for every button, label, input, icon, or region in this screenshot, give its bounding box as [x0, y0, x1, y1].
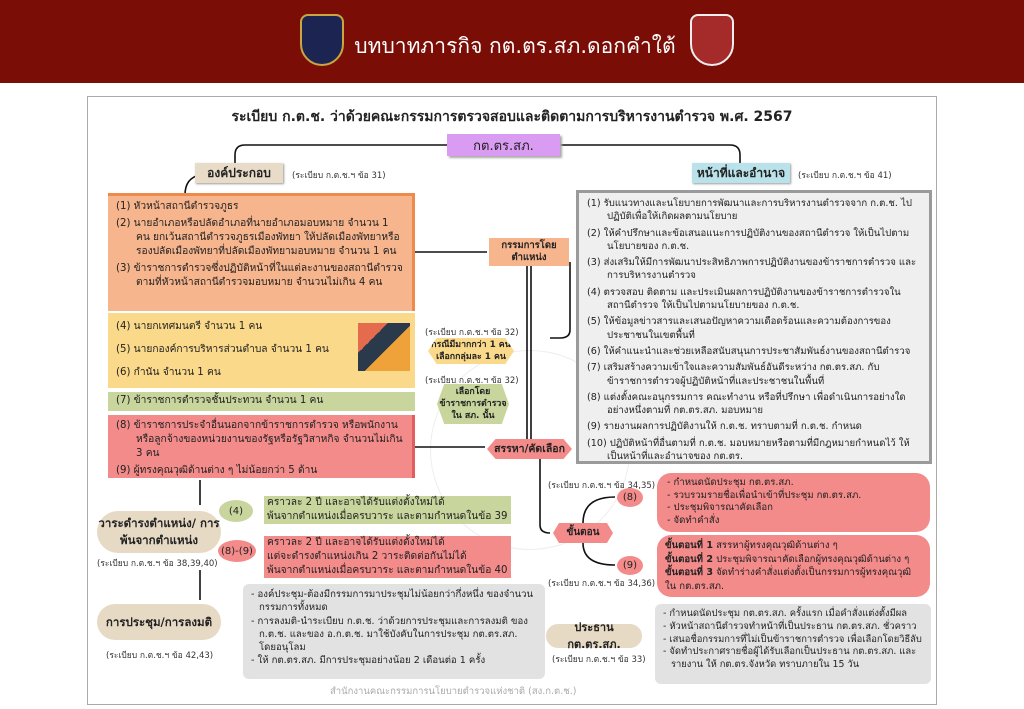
step-item: - รวบรวมรายชื่อเพื่อนำเข้าที่ประชุม กต.ต…: [667, 489, 862, 501]
meeting-box: - องค์ประชุม-ต้องมีกรรมการมาประชุมไม่น้อ…: [243, 584, 545, 679]
header-banner: บทบาทภารกิจ กต.ตร.สภ.ดอกคำใต้: [0, 0, 1024, 83]
member-8: (8) ข้าราชการประจำอื่นนอกจากข้าราชการตำร…: [116, 420, 403, 459]
main-title: ระเบียบ ก.ต.ช. ว่าด้วยคณะกรรมการตรวจสอบแ…: [231, 109, 793, 125]
composition-green-box: (7) ข้าราชการตำรวจชั้นประทวน จำนวน 1 คน: [108, 392, 415, 411]
chair-item: - เสนอชื่อกรรมการที่ไม่เป็นข้าราชการตำรว…: [663, 633, 922, 645]
meeting-item: - ให้ กต.ตร.สภ. มีการประชุมอย่างน้อย 2 เ…: [251, 655, 486, 667]
duty-item: (5) ให้ข้อมูลข่าวสารและเสนอปัญหาความเดือ…: [587, 316, 891, 341]
steps-8-box: - กำหนดนัดประชุม กต.ตร.สภ. - รวบรวมรายชื…: [657, 473, 930, 532]
composition-ref: (ระเบียบ ก.ต.ช.ฯ ข้อ 31): [292, 171, 386, 181]
procedure-badge: ขั้นตอน: [553, 523, 613, 543]
tag-8: (8): [617, 488, 643, 507]
chair-ref: (ระเบียบ ก.ต.ช.ฯ ข้อ 33): [552, 655, 646, 665]
duties-box: (1) รับแนวทางและนโยบายการพัฒนาและการบริห…: [576, 190, 932, 464]
ref-32a: (ระเบียบ ก.ต.ช.ฯ ข้อ 32): [425, 328, 519, 338]
step-item: ขั้นตอนที่ 3 จัดทำร่างคำสั่งแต่งตั้งเป็น…: [665, 567, 912, 592]
step-item: ขั้นตอนที่ 1 สรรหาผู้ทรงคุณวุฒิด้านต่าง …: [665, 540, 838, 551]
chair-item: - จัดทำประกาศรายชื่อผู้ได้รับเลือกเป็นปร…: [663, 646, 917, 671]
duty-item: (7) เสริมสร้างความเข้าใจและความสัมพันธ์อ…: [587, 362, 880, 387]
duties-label: หน้าที่และอำนาจ: [692, 163, 790, 183]
member-1: (1) หัวหน้าสถานีตำรวจภูธร: [116, 201, 239, 212]
term-4-text: คราวละ 2 ปี และอาจได้รับแต่งตั้งใหม่ได้พ…: [264, 496, 511, 524]
duty-item: (1) รับแนวทางและนโยบายการพัฒนาและการบริห…: [587, 198, 912, 223]
procedure-ref-9: (ระเบียบ ก.ต.ช.ฯ ข้อ 34,36): [548, 579, 656, 589]
tag-4: (4): [219, 500, 253, 522]
member-5: (5) นายกองค์การบริหารส่วนตำบล จำนวน 1 คน: [116, 344, 329, 355]
case-more-badge: กรณีมีมากกว่า 1 คน เลือกกลุ่มละ 1 คน: [428, 338, 514, 364]
duty-item: (3) ส่งเสริมให้มีการพัฒนาประสิทธิภาพการป…: [587, 257, 917, 282]
duty-item: (10) ปฏิบัติหน้าที่อื่นตามที่ ก.ต.ช. มอบ…: [587, 437, 910, 463]
procedure-ref-8: (ระเบียบ ก.ต.ช.ฯ ข้อ 34,35): [548, 481, 656, 491]
puzzle-illustration-icon: [358, 323, 410, 371]
ex-officio-box: กรรมการโดยตำแหน่ง: [489, 238, 569, 266]
duty-item: (9) รายงานผลการปฏิบัติงานให้ ก.ต.ช. ทราบ…: [587, 421, 862, 433]
composition-yellow-box: (4) นายกเทศมนตรี จำนวน 1 คน (5) นายกองค์…: [108, 313, 415, 388]
step-item: - จัดทำคำสั่ง: [667, 514, 720, 526]
composition-label: องค์ประกอบ: [195, 163, 283, 183]
ref-32b: (ระเบียบ ก.ต.ช.ฯ ข้อ 32): [425, 376, 519, 386]
root-label: กต.ตร.สภ.: [473, 138, 534, 154]
member-3: (3) ข้าราชการตำรวจซึ่งปฏิบัติหน้าที่ในแต…: [116, 263, 403, 288]
step-item: ขั้นตอนที่ 2 ประชุมพิจารณาคัดเลือกผู้ทรง…: [665, 553, 910, 565]
term-8-9-text: คราวละ 2 ปี และอาจได้รับแต่งตั้งใหม่ได้แ…: [264, 536, 511, 578]
duty-item: (8) แต่งตั้งคณะอนุกรรมการ คณะทำงาน หรือท…: [587, 391, 906, 417]
duty-item: (2) ให้คำปรึกษาและข้อเสนอแนะการปฏิบัติงา…: [587, 227, 910, 252]
member-6: (6) กำนัน จำนวน 1 คน: [116, 367, 221, 378]
meeting-item: - องค์ประชุม-ต้องมีกรรมการมาประชุมไม่น้อ…: [251, 589, 534, 614]
recruit-badge: สรรหา/คัดเลือก: [487, 439, 572, 459]
police-emblem-logo: [300, 14, 344, 66]
composition-red-box: (8) ข้าราชการประจำอื่นนอกจากข้าราชการตำร…: [108, 415, 415, 478]
member-2: (2) นายอำเภอหรือปลัดอำเภอที่นายอำเภอมอบห…: [116, 218, 400, 257]
tag-9: (9): [617, 556, 643, 575]
duty-item: (6) ให้คำแนะนำและช่วยเหลือสนับสนุนการประ…: [587, 345, 911, 357]
steps-9-box: ขั้นตอนที่ 1 สรรหาผู้ทรงคุณวุฒิด้านต่าง …: [657, 535, 930, 597]
page-title: บทบาทภารกิจ กต.ตร.สภ.ดอกคำใต้: [354, 34, 676, 58]
member-4: (4) นายกเทศมนตรี จำนวน 1 คน: [116, 321, 263, 332]
composition-orange-box: (1) หัวหน้าสถานีตำรวจภูธร (2) นายอำเภอหร…: [108, 193, 415, 311]
chair-item: - หัวหน้าสถานีตำรวจทำหน้าที่เป็นประธาน ก…: [663, 620, 917, 632]
step-item: - ประชุมพิจารณาคัดเลือก: [667, 502, 773, 513]
member-9: (9) ผู้ทรงคุณวุฒิด้านต่าง ๆ ไม่น้อยกว่า …: [116, 465, 318, 476]
meeting-ref: (ระเบียบ ก.ต.ช.ฯ ข้อ 42,43): [106, 651, 214, 661]
chair-item: - กำหนดนัดประชุม กต.ตร.สภ. ครั้งแรก เมื่…: [663, 608, 907, 619]
step-item: - กำหนดนัดประชุม กต.ตร.สภ.: [667, 477, 794, 488]
duties-ref: (ระเบียบ ก.ต.ช.ฯ ข้อ 41): [798, 171, 892, 181]
meeting-label: การประชุม/การลงมติ: [97, 604, 221, 640]
chair-label: ประธาน กต.ตร.สภ.: [546, 621, 642, 651]
footer-credit: สำนักงานคณะกรรมการนโยบายตำรวจแห่งชาติ (ส…: [330, 686, 577, 697]
root-node: กต.ตร.สภ.: [447, 134, 560, 156]
meeting-item: - การลงมติ-นำระเบียบ ก.ต.ช. ว่าด้วยการปร…: [251, 615, 528, 654]
ktr-shield-logo: [690, 14, 734, 66]
term-label: วาระดำรงตำแหน่ง/ การพ้นจากตำแหน่ง: [97, 511, 221, 553]
tag-8-9: (8)-(9): [218, 540, 256, 562]
elect-badge: เลือกโดย ข้าราชการตำรวจ ใน สภ. นั้น: [437, 384, 509, 424]
term-ref: (ระเบียบ ก.ต.ช.ฯ ข้อ 38,39,40): [97, 559, 218, 569]
duty-item: (4) ตรวจสอบ ติดตาม และประเมินผลการปฏิบัต…: [587, 286, 901, 312]
chair-box: - กำหนดนัดประชุม กต.ตร.สภ. ครั้งแรก เมื่…: [655, 604, 931, 684]
